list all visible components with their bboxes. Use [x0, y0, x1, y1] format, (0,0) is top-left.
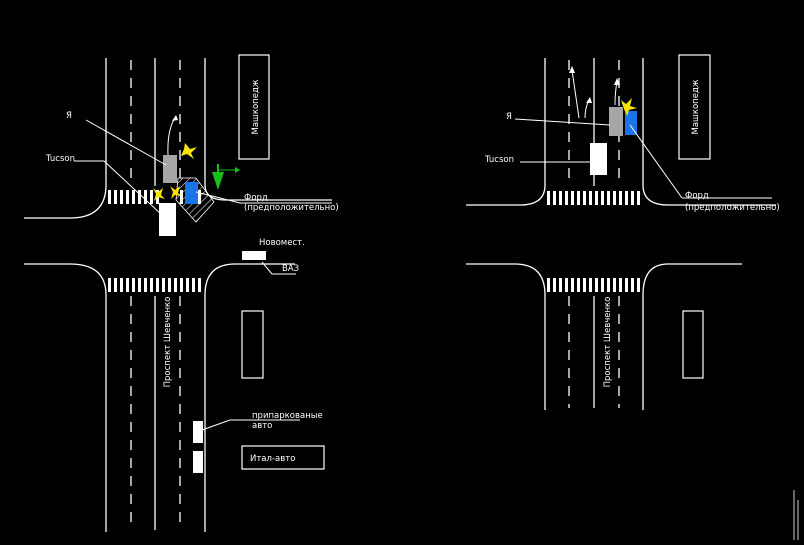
left-ford-note: (предположительно)	[244, 203, 339, 213]
right-arrow-1	[571, 69, 580, 119]
left-my-car	[163, 155, 177, 183]
left-parked-car-2	[193, 451, 203, 473]
right-road-edges	[466, 58, 776, 410]
left-green-arrowhead	[235, 167, 240, 173]
right-building-mashkopedzh	[678, 54, 711, 160]
right-tucson-car	[590, 143, 607, 175]
right-leader-lines	[514, 118, 772, 199]
left-my-car-trajectory	[167, 117, 176, 156]
right-ford-note: (предположительно)	[685, 203, 780, 213]
left-vaz-label: ВАЗ	[282, 264, 299, 274]
left-parked-label-1: припаркованые	[252, 411, 323, 421]
left-leader-lines	[74, 119, 332, 431]
left-trajectory-arrowhead	[172, 115, 178, 121]
corner-marks	[793, 490, 799, 540]
right-my-car	[609, 107, 623, 136]
left-vaz-car	[242, 251, 266, 260]
left-ford-label: Форд	[244, 193, 268, 203]
left-crosswalk-south	[108, 278, 201, 292]
left-diagram: Машкопедж Я	[24, 54, 339, 532]
left-ford-car	[185, 182, 198, 204]
right-me-label: Я	[506, 112, 512, 122]
left-italauto-box	[241, 445, 325, 470]
right-diagram: Машкопедж Я Tucson Форд (предположительн…	[466, 54, 780, 410]
right-arrow-2-head	[586, 97, 592, 103]
left-parked-label-2: авто	[252, 421, 272, 431]
left-road-edges	[24, 58, 332, 532]
right-tucson-label: Tucson	[484, 155, 514, 165]
left-impact-flash-3	[170, 186, 182, 199]
left-lane-markings	[130, 58, 181, 530]
right-crosswalk-south	[547, 278, 640, 292]
right-arrow-1-head	[569, 66, 575, 73]
left-tucson-car	[159, 203, 176, 236]
right-crosswalk-north	[547, 191, 640, 205]
left-building-southeast	[241, 310, 264, 379]
right-building-label: Машкопедж	[691, 79, 701, 134]
left-novomest-label: Новомест.	[259, 238, 305, 248]
left-building-label: Машкопедж	[251, 79, 261, 134]
left-street-label: Проспект Шевченко	[163, 297, 173, 388]
right-ford-car	[625, 111, 637, 135]
left-me-label: Я	[66, 111, 72, 121]
right-arrow-3	[614, 81, 618, 106]
left-impact-flash-2	[153, 188, 165, 201]
right-street-label: Проспект Шевченко	[603, 297, 613, 388]
left-italauto-label: Итал-авто	[250, 454, 295, 464]
left-building-mashkopedzh	[238, 54, 270, 160]
left-green-marker	[212, 172, 224, 190]
left-tucson-label: Tucson	[45, 154, 75, 164]
right-building-southeast	[682, 310, 704, 379]
left-impact-flash-1	[181, 143, 197, 159]
left-parked-car-1	[193, 421, 203, 443]
right-ford-label: Форд	[685, 191, 709, 201]
right-arrow-3-head	[614, 78, 620, 85]
right-impact-flash	[621, 98, 637, 116]
